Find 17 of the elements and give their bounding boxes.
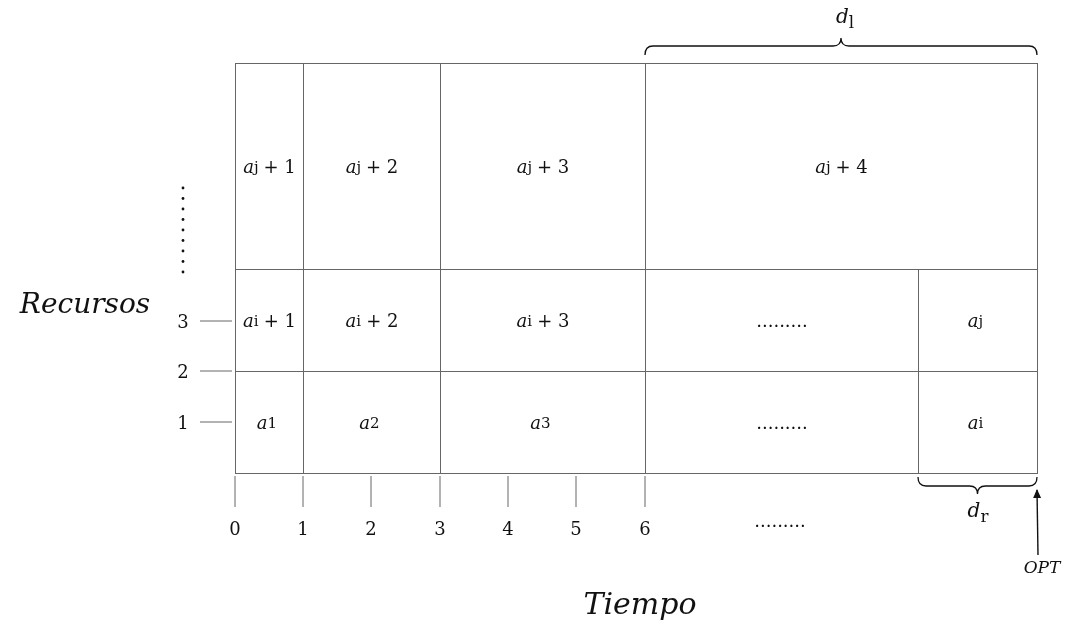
axis-title: Recursos — [19, 286, 151, 320]
tick-label: 3 — [177, 310, 189, 332]
tick-label: 6 — [639, 517, 651, 539]
axis-end-label: OPT — [1023, 557, 1061, 577]
axis-title: Tiempo — [583, 585, 697, 621]
tick-label: 3 — [434, 517, 446, 539]
tick-label: 0 — [229, 517, 241, 539]
ellipsis: ......... — [754, 509, 806, 531]
tick-label: 5 — [570, 517, 582, 539]
tick-label: 2 — [365, 517, 377, 539]
brace-label: d$_{r}$ — [967, 498, 989, 526]
tick-label: 1 — [177, 411, 189, 433]
tick-label: 1 — [297, 517, 309, 539]
tick-label: 4 — [502, 517, 514, 539]
tick-label: 2 — [177, 360, 189, 382]
brace-label: d$_{l}$ — [835, 4, 855, 32]
arrow — [1033, 489, 1042, 556]
